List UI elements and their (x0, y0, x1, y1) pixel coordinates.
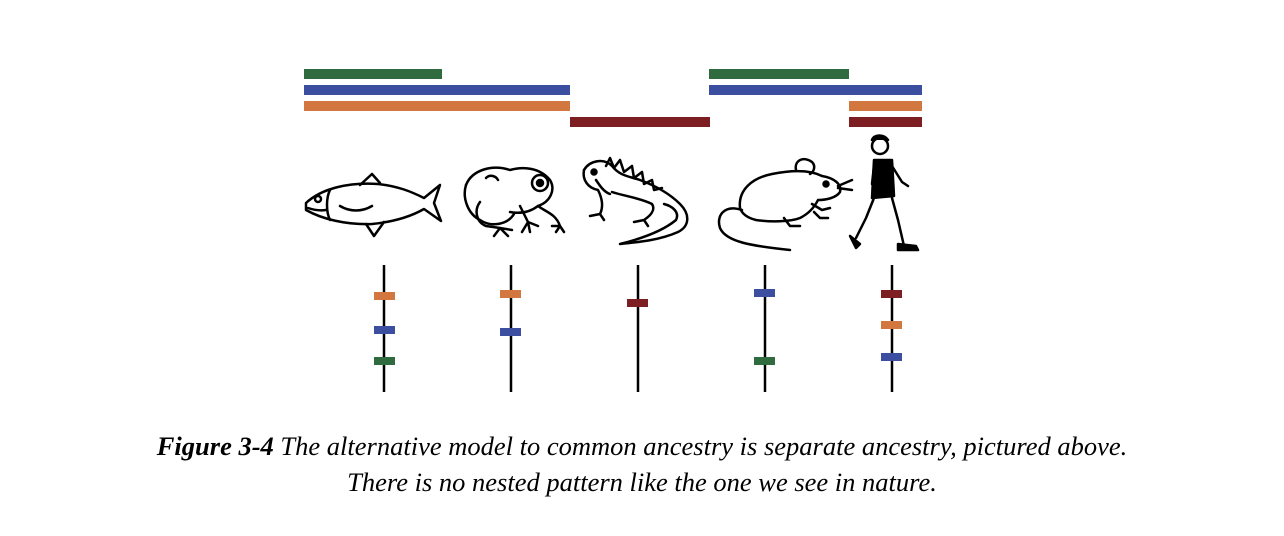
lineage-mark-mouse-blue (754, 289, 775, 297)
frog-icon (463, 166, 566, 238)
human-icon (848, 134, 920, 252)
lineage-mark-frog-blue (500, 328, 521, 336)
group-bar-darkred-right (849, 117, 922, 127)
group-bar-green-right (709, 69, 849, 79)
separate-ancestry-diagram (304, 69, 922, 392)
lineage-mark-frog-orange (500, 290, 521, 298)
caption-line-1: Figure 3-4 The alternative model to comm… (40, 428, 1244, 464)
group-bar-green-left (304, 69, 442, 79)
caption-text-1: The alternative model to common ancestry… (273, 431, 1128, 461)
lineage-mark-iguana-darkred (627, 299, 648, 307)
fish-icon (304, 172, 443, 238)
lineages (374, 265, 902, 392)
figure-caption: Figure 3-4 The alternative model to comm… (40, 428, 1244, 500)
group-bar-orange-right (849, 101, 922, 111)
group-bar-blue-left (304, 85, 570, 95)
group-bar-orange-left (304, 101, 570, 111)
figure-label: Figure 3-4 (156, 431, 274, 461)
lineage-mark-human-blue (881, 353, 902, 361)
lineage-mark-fish-orange (374, 292, 395, 300)
lineage-mark-human-orange (881, 321, 902, 329)
mouse-icon (717, 158, 854, 252)
group-bars (304, 69, 922, 127)
lineage-mark-fish-green (374, 357, 395, 365)
lineage-mark-fish-blue (374, 326, 395, 334)
lineage-mark-mouse-green (754, 357, 775, 365)
group-bar-blue-right (709, 85, 922, 95)
lineage-mark-human-darkred (881, 290, 902, 298)
iguana-icon (582, 156, 689, 246)
caption-line-2: There is no nested pattern like the one … (347, 467, 937, 497)
group-bar-darkred-middle (570, 117, 710, 127)
